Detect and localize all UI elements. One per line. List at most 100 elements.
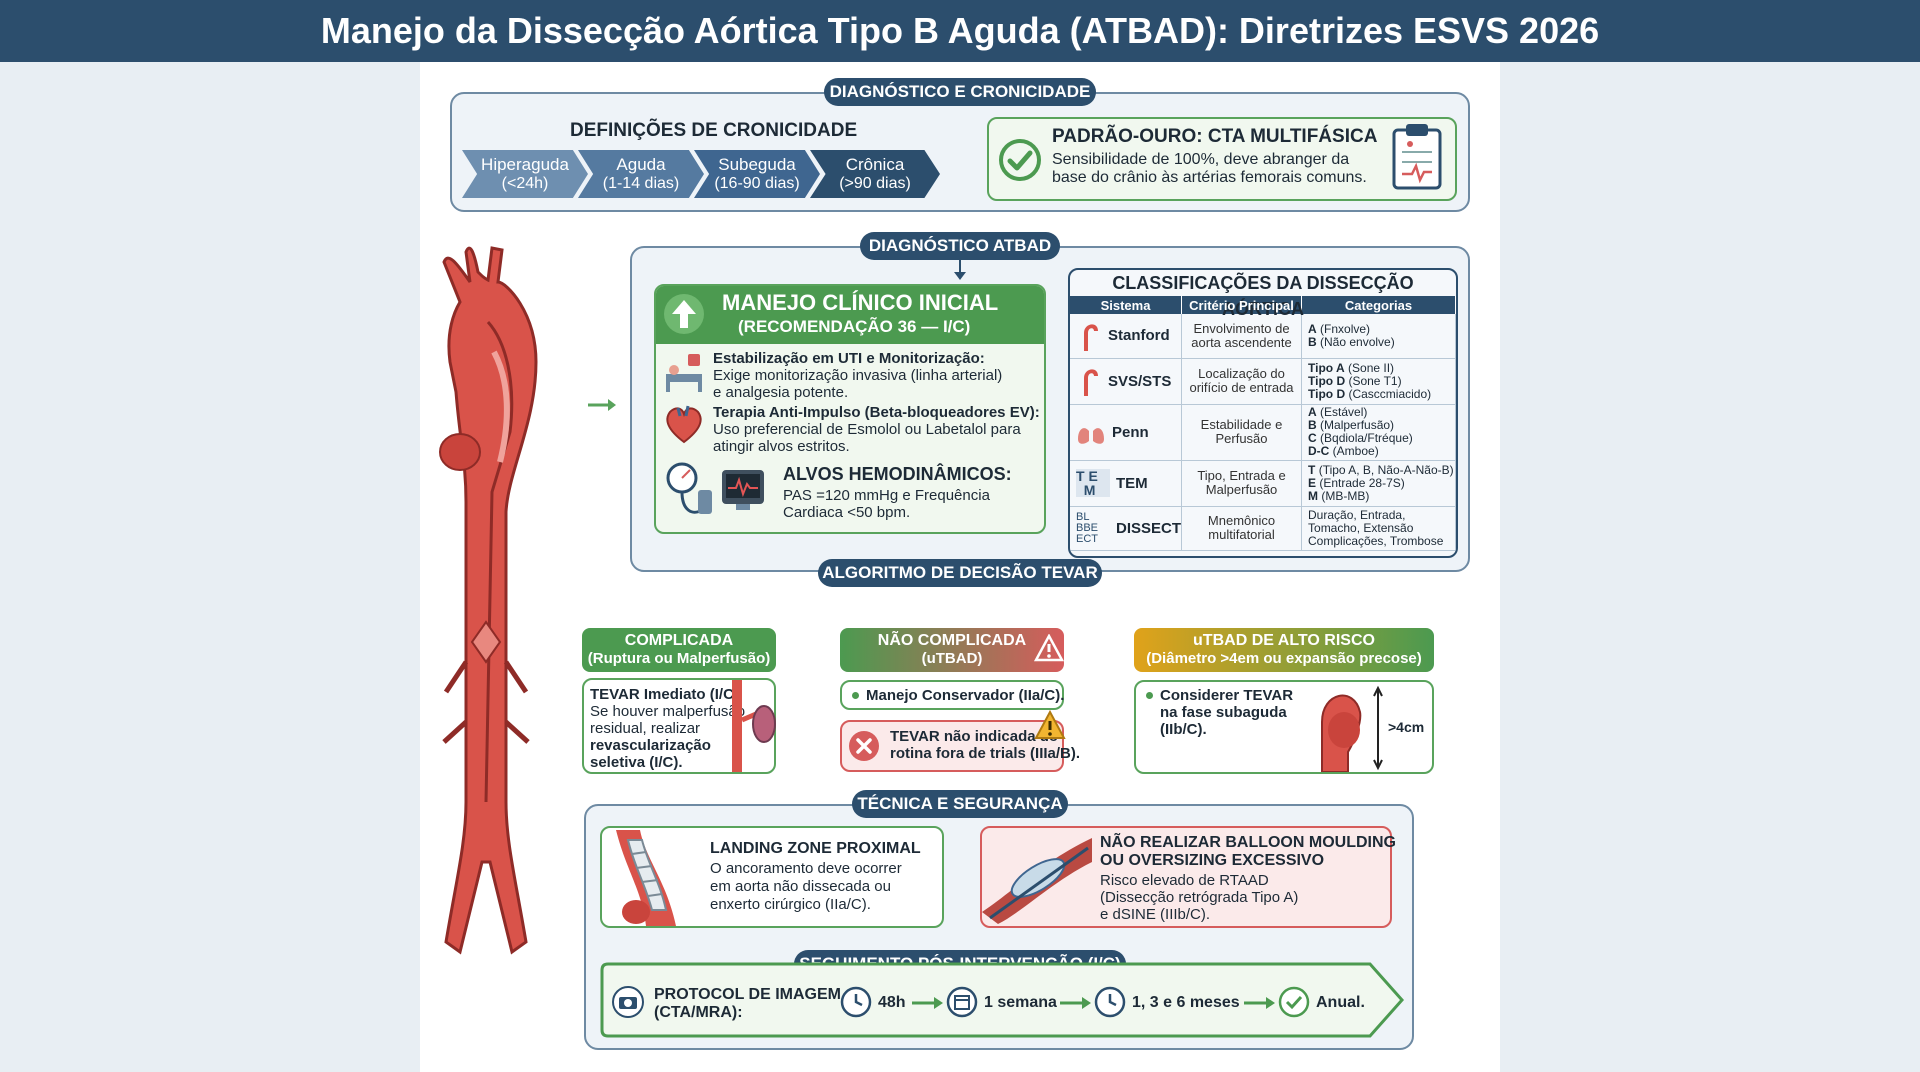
gold-text-1: Sensibilidade de 100%, deve abranger da	[1052, 151, 1350, 168]
clipboard-icon	[1390, 122, 1444, 197]
col-sistema: Sistema	[1070, 296, 1183, 314]
classificacoes-table: Sistema Critério Principal Categorias St…	[1070, 296, 1456, 551]
diagnostico-pill: DIAGNÓSTICO E CRONICIDADE	[824, 78, 1096, 106]
tevar-pill: ALGORITMO DE DECISÃO TEVAR	[818, 559, 1102, 587]
kidney-artery-icon	[722, 680, 776, 777]
bullet-dot	[852, 692, 859, 699]
item2-line2: atingir alvos estritos.	[713, 438, 850, 455]
step-48h: 48h	[878, 994, 906, 1011]
dissect-icon: BL BBE ECT	[1076, 510, 1099, 545]
aneurysm-icon	[1304, 682, 1384, 777]
phase-cronica: Crônica (>90 dias)	[810, 150, 940, 198]
atbad-pill: DIAGNÓSTICO ATBAD	[860, 232, 1060, 260]
alto-risco-box	[1134, 680, 1434, 774]
calendar-icon	[946, 986, 978, 1023]
heart-icon	[662, 402, 706, 451]
complicada-box	[582, 678, 776, 774]
arrow-right-to-panel	[588, 397, 618, 418]
system-label: SVS/STS	[1108, 372, 1172, 390]
landing-line3: enxerto cirúrgico (IIa/C).	[710, 896, 871, 913]
clock-icon	[840, 986, 872, 1023]
balloon-box	[980, 826, 1392, 928]
item2-line1: Uso preferencial de Esmolol ou Labetalol…	[713, 421, 1021, 438]
arrow-up-icon	[662, 292, 706, 341]
tecnica-pill: TÉCNICA E SEGURANÇA	[852, 790, 1068, 818]
aorta-icon	[1084, 369, 1098, 396]
phase-hiperaguda: Hiperaguda (<24h)	[462, 150, 588, 198]
item1-title: Estabilização em UTI e Monitorização:	[713, 350, 985, 367]
arrow-right-icon	[1244, 996, 1276, 1015]
complicada-line3: residual, realizar	[590, 720, 701, 737]
system-label: DISSECT	[1116, 519, 1182, 537]
seguimento-arrow-box	[600, 962, 1406, 1043]
col-criterio: Critério Principal	[1181, 296, 1303, 314]
col-categorias: Categorias	[1301, 296, 1456, 314]
complicada-line1: TEVAR Imediato (I/C).	[590, 686, 744, 703]
landing-line1: O ancoramento deve ocorrer	[710, 860, 902, 877]
nao-complicada-header: NÃO COMPLICADA (uTBAD)	[840, 628, 1064, 672]
item2-title: Terapia Anti-Impulso (Beta-bloqueadores …	[713, 404, 1040, 421]
balloon-line1: Risco elevado de RTAAD	[1100, 872, 1269, 889]
x-circle-icon	[848, 730, 880, 767]
classificacoes-box: CLASSIFICAÇÕES DA DISSECÇÃO AÓRTICA Sist…	[1068, 268, 1458, 558]
nao-indicada-line2: rotina fora de trials (IIIa/B).	[890, 745, 1081, 762]
alto-line2: na fase subaguda	[1160, 704, 1287, 721]
conservador-box	[840, 680, 1064, 710]
arrow-right-icon	[1060, 996, 1092, 1015]
camera-icon	[612, 986, 644, 1023]
manejo-title: MANEJO CLÍNICO INICIAL	[722, 290, 999, 315]
clock-icon	[1094, 986, 1126, 1023]
monitor-icon	[720, 466, 766, 517]
item1-line2: e analgesia potente.	[713, 384, 849, 401]
step-1-semana: 1 semana	[984, 994, 1057, 1011]
warning-triangle-icon	[1034, 709, 1066, 745]
alto-line1: Considerer TEVAR	[1160, 687, 1294, 704]
phase-aguda: Aguda (1-14 dias)	[578, 150, 704, 198]
system-label: Penn	[1112, 423, 1149, 441]
lungs-icon	[1078, 421, 1104, 444]
protocol-line1: PROTOCOL DE IMAGEM	[654, 986, 841, 1003]
step-anual: Anual.	[1316, 994, 1365, 1011]
check-circle-icon	[998, 138, 1042, 187]
bp-gauge-icon	[662, 460, 714, 527]
landing-line2: em aorta não dissecada ou	[710, 878, 891, 895]
arrow-right-icon	[912, 996, 944, 1015]
conservador-text: Manejo Conservador (IIa/C).	[866, 687, 1065, 704]
item1-line1: Exige monitorização invasiva (linha arte…	[713, 367, 1003, 384]
title-bar: Manejo da Dissecção Aórtica Tipo B Aguda…	[0, 0, 1920, 62]
manejo-subtitle: (RECOMENDAÇÃO 36 — I/C)	[738, 317, 971, 336]
balloon-catheter-icon	[982, 832, 1092, 929]
aorta-icon	[1084, 324, 1098, 351]
complicada-line2: Se houver malperfusão	[590, 703, 746, 720]
landing-title: LANDING ZONE PROXIMAL	[710, 840, 921, 857]
gold-standard-box	[987, 117, 1457, 201]
phase-subeguda: Subeguda (16-90 dias)	[694, 150, 820, 198]
balloon-line3: e dSINE (IIIb/C).	[1100, 906, 1211, 923]
alto-line3: (IIb/C).	[1160, 721, 1207, 738]
system-label: Stanford	[1108, 327, 1170, 345]
aorta-illustration	[426, 242, 576, 1007]
nao-indicada-line1: TEVAR não indicada do	[890, 728, 1059, 745]
tem-icon: T E M	[1076, 469, 1110, 497]
infographic-sheet: DIAGNÓSTICO E CRONICIDADE DEFINIÇÕES DE …	[420, 62, 1500, 1072]
manejo-header	[656, 286, 1044, 344]
step-1-3-6-meses: 1, 3 e 6 meses	[1132, 994, 1240, 1011]
alto-risco-header: uTBAD DE ALTO RISCO (Diâmetro >4em ou ex…	[1134, 628, 1434, 672]
alvos-line2: Cardiaca <50 bpm.	[783, 504, 911, 521]
balloon-title-1: NÃO REALIZAR BALLOON MOULDING	[1100, 834, 1396, 851]
bullet-dot	[1146, 692, 1153, 699]
check-circle-icon	[1278, 986, 1310, 1023]
balloon-title-2: OU OVERSIZING EXCESSIVO	[1100, 852, 1325, 869]
page-title: Manejo da Dissecção Aórtica Tipo B Aguda…	[320, 10, 1600, 51]
system-label: TEM	[1116, 474, 1148, 492]
icu-bed-icon	[662, 350, 706, 399]
alvos-title: ALVOS HEMODINÂMICOS:	[783, 464, 1012, 484]
definicoes-title: DEFINIÇÕES DE CRONICIDADE	[570, 120, 858, 141]
complicada-line5: seletiva (I/C).	[590, 754, 683, 771]
warning-icon	[1033, 633, 1065, 667]
complicada-line4: revascularização	[590, 737, 711, 754]
classificacoes-title: CLASSIFICAÇÕES DA DISSECÇÃO AÓRTICA	[1112, 273, 1414, 319]
